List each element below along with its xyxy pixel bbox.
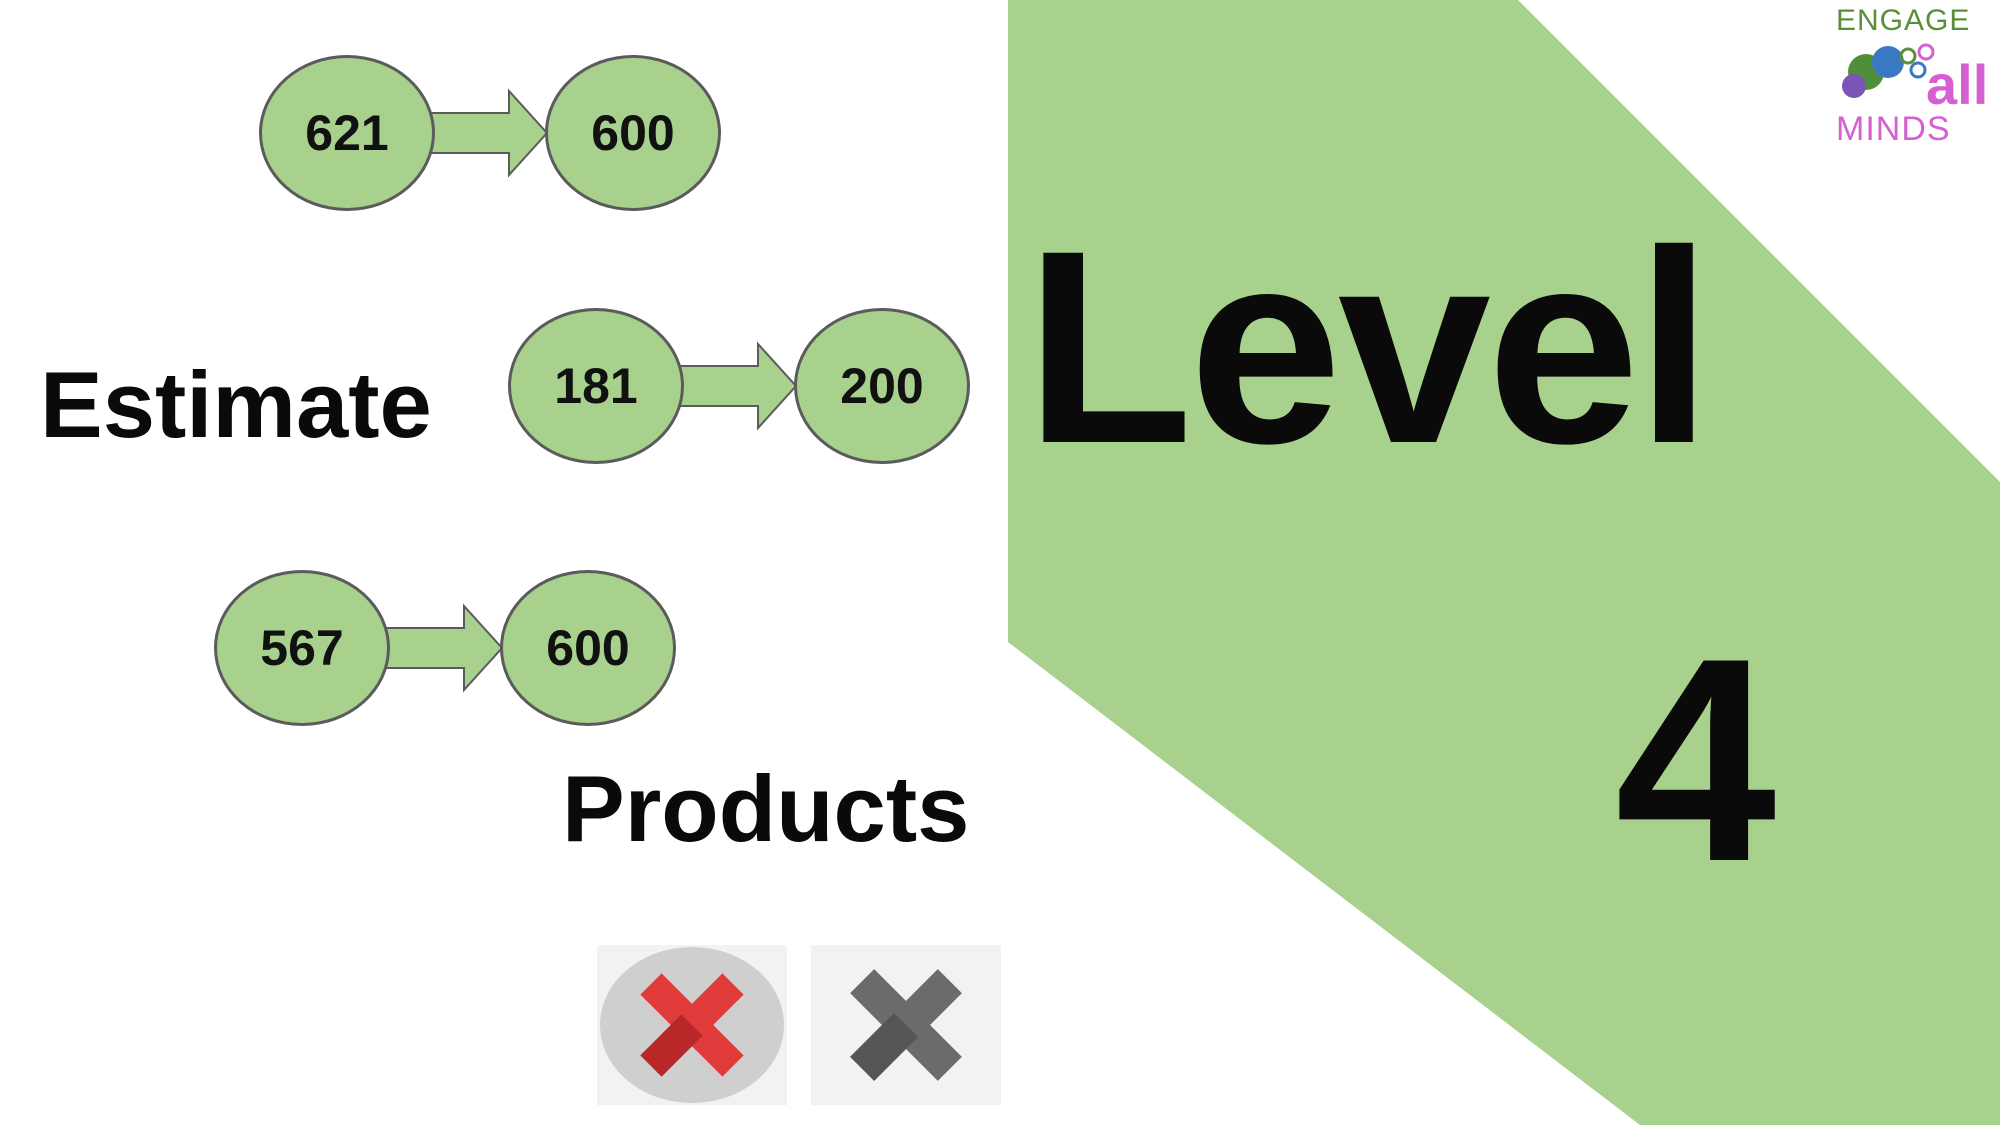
rounding-pair-3: 567 600: [214, 570, 684, 730]
level-title: Level: [1025, 194, 1712, 501]
bubble-original-value: 621: [259, 55, 435, 211]
rounding-pair-1: 621 600: [259, 55, 729, 215]
arrow-icon: [677, 341, 798, 431]
bubble-rounded-value: 600: [545, 55, 721, 211]
bubble-rounded-value: 200: [794, 308, 970, 464]
logo-text-bottom: MINDS: [1836, 110, 1951, 148]
close-grey-button[interactable]: [811, 945, 1001, 1105]
arrow-icon: [428, 88, 549, 178]
level-number: 4: [1615, 598, 1777, 922]
bubble-original-value: 567: [214, 570, 390, 726]
products-label: Products: [562, 756, 970, 861]
close-red-icon: [600, 947, 784, 1103]
bubble-rounded-value: 600: [500, 570, 676, 726]
logo-text-top: ENGAGE: [1836, 4, 1971, 37]
rounding-pair-2: 181 200: [508, 308, 978, 468]
estimate-label: Estimate: [40, 352, 432, 457]
bubble-original-value: 181: [508, 308, 684, 464]
brain-logo-icon: [1842, 43, 1935, 98]
close-red-button[interactable]: [597, 945, 787, 1105]
logo-text-middle: all: [1926, 53, 1989, 116]
close-grey-icon: [850, 969, 962, 1081]
engage-all-minds-logo: ENGAGE all MINDS: [1826, 0, 2000, 150]
arrow-icon: [383, 603, 504, 693]
